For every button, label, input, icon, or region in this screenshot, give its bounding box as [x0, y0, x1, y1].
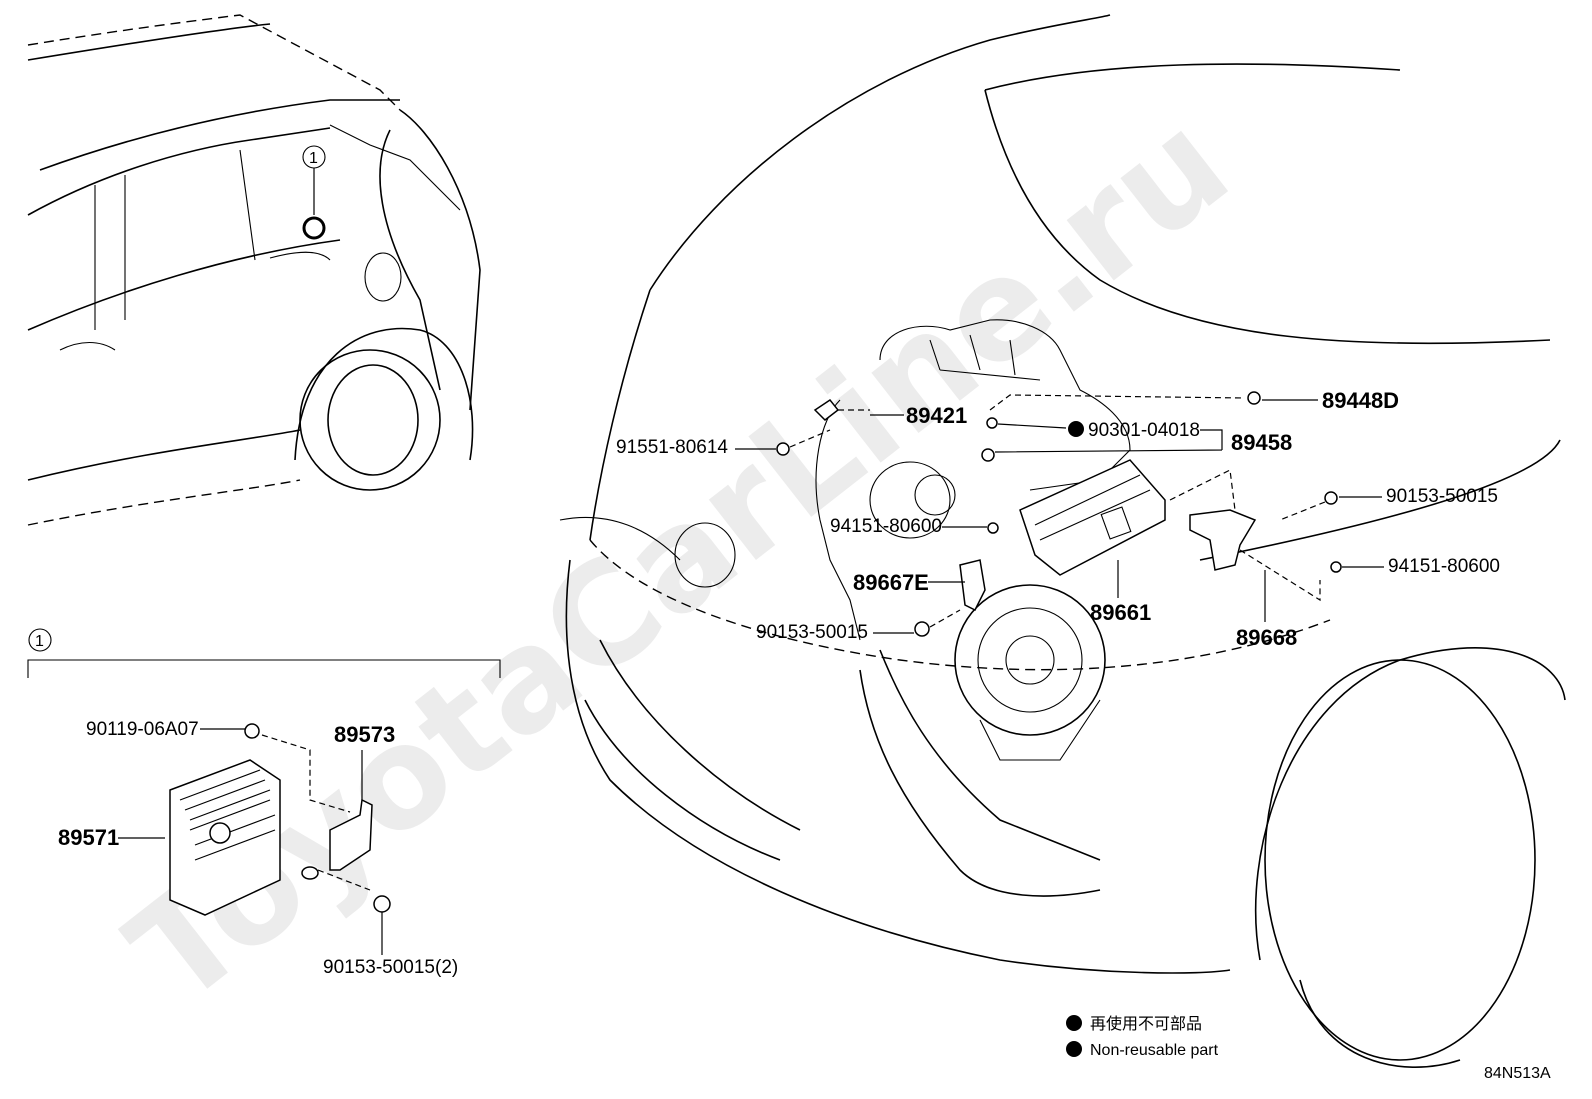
label-89667E: 89667E	[853, 570, 929, 595]
label-89668: 89668	[1236, 625, 1297, 650]
label-91551-80614: 91551-80614	[616, 437, 728, 458]
label-90153-50015-2: 90153-50015(2)	[323, 957, 458, 978]
bolt-icon	[244, 723, 260, 739]
bolt-90153-right-icon	[1324, 491, 1338, 505]
label-89571: 89571	[58, 825, 119, 850]
non-reusable-dot-icon	[1068, 421, 1084, 437]
fastener-89448D-icon	[1247, 391, 1261, 405]
detail-marker-number: 1	[309, 150, 318, 167]
bolt-91551-icon	[776, 442, 790, 456]
nut-94151-b-icon	[1330, 561, 1342, 573]
label-90153-50015-right: 90153-50015	[1386, 486, 1498, 507]
label-89458: 89458	[1231, 430, 1292, 455]
bracket-89667E-icon	[959, 559, 986, 612]
label-90119-06A07: 90119-06A07	[86, 719, 199, 740]
label-90153-50015-bottom: 90153-50015	[756, 622, 868, 643]
detail-1-marker: 1	[35, 633, 44, 650]
fastener-90301-icon	[986, 417, 998, 429]
bracket-89668-icon	[1189, 509, 1257, 571]
legend-en-text: Non-reusable part	[1090, 1042, 1219, 1059]
label-89573: 89573	[334, 722, 395, 747]
label-94151-80600-b: 94151-80600	[1388, 556, 1500, 577]
rear-car-view: 1	[27, 14, 481, 526]
legend: 再使用不可部品 Non-reusable part	[1066, 1015, 1219, 1059]
bracket-89573-icon	[329, 798, 373, 871]
ecu-89661-icon	[1019, 459, 1166, 576]
detail-1-view: 1 90119-06A07 89573 89571 90153-50015(2)	[27, 628, 501, 978]
label-94151-80600-a: 94151-80600	[830, 516, 942, 537]
legend-jp-text: 再使用不可部品	[1090, 1015, 1202, 1033]
label-89421: 89421	[906, 403, 967, 428]
sensor-location-marker	[302, 216, 326, 240]
diagram-code: 84N513A	[1484, 1065, 1551, 1082]
front-car-view: 89421 89448D 90301-04018 89458 91551-806…	[559, 14, 1566, 1068]
legend-dot-en-icon	[1066, 1041, 1082, 1057]
label-90301-04018: 90301-04018	[1088, 420, 1200, 441]
nut-94151-a-icon	[987, 522, 999, 534]
legend-dot-jp-icon	[1066, 1015, 1082, 1031]
label-89661: 89661	[1090, 600, 1151, 625]
label-89448D: 89448D	[1322, 388, 1399, 413]
bolt-90153-bottom-icon	[914, 621, 930, 637]
bolt-lower-icon	[373, 895, 391, 913]
sensor-89458-icon	[981, 448, 995, 462]
